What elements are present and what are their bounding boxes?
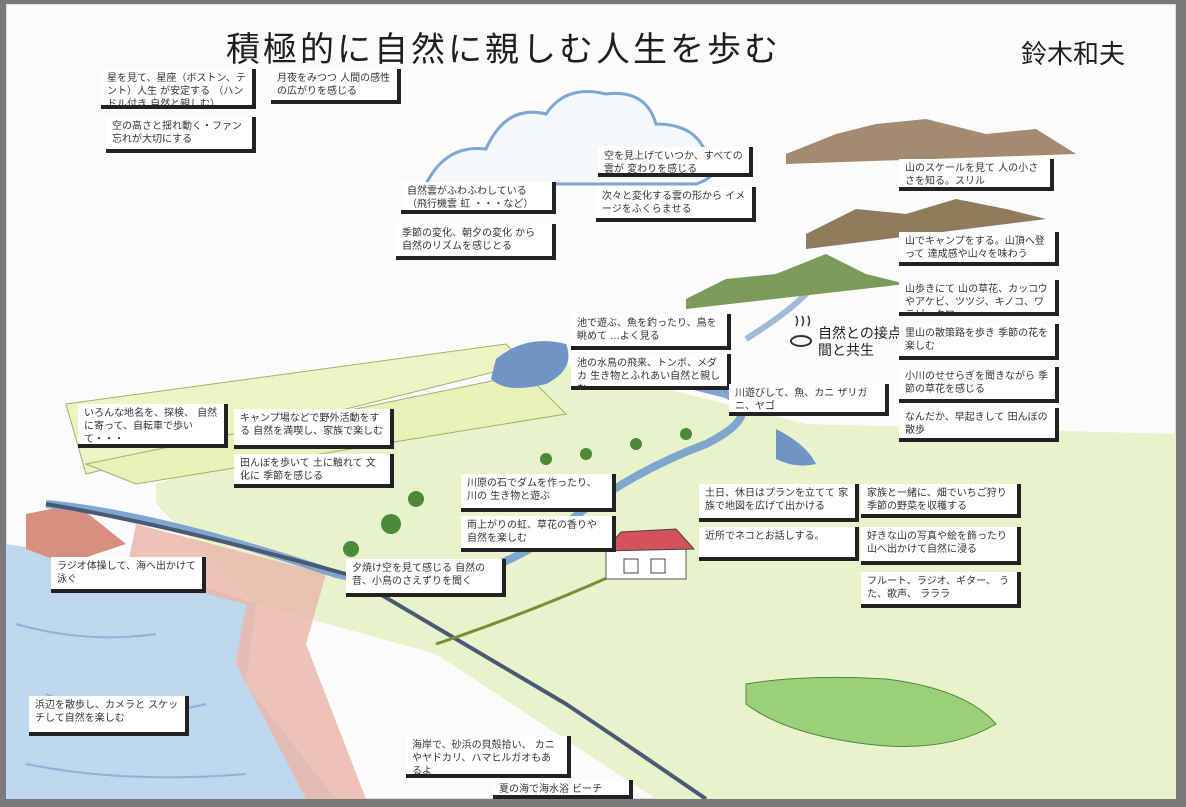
note-rainbow: 雨上がりの虹、草花の香りや 自然を楽しむ xyxy=(461,516,616,552)
poster-canvas: 積極的に自然に親しむ人生を歩む 鈴木和夫 自然との接点 人間と共生 星を見て、星… xyxy=(6,4,1176,799)
note-shell-picking: 海岸で、砂浜の貝殻拾い、 カニやヤドカリ、ハマヒルガオもあるよ xyxy=(406,736,571,778)
note-camp-site: キャンプ場などで野外活動をする 自然を満喫し、家族で楽しむ xyxy=(234,409,394,449)
note-stars: 星を見て、星座（ボストン、テント）人生 が安定する （ハンドル付き 自然と親しむ… xyxy=(101,69,256,109)
note-mountain-walk: 山歩きにて 山の草花、カッコウやアケビ、ツツジ、キノコ、ワラビ、クワ xyxy=(899,280,1059,316)
note-cloud-image: 次々と変化する雲の形から イメージをふくらませる xyxy=(596,187,756,222)
road xyxy=(45,502,708,799)
note-cat: 近所でネコとお話しする。 xyxy=(699,527,859,561)
hot-spring-icon xyxy=(790,315,812,347)
note-brook: 小川のせせらぎを聞きながら 季節の草花を感じる xyxy=(899,367,1059,403)
note-swim: ラジオ体操して、海へ出かけて 泳ぐ xyxy=(51,557,206,593)
center-label: 自然との接点 人間と共生 xyxy=(818,326,921,359)
mountains-back xyxy=(786,119,1076,164)
note-holiday-plan: 土日、休日はプランを立てて 家族で地図を広げて出かける xyxy=(699,484,859,522)
note-rice-field: 田んぼを歩いて 土に触れて 文化に 季節を感じる xyxy=(234,454,394,488)
note-pond-play: 池で遊ぶ、魚を釣ったり、鳥を眺めて ...よく見る xyxy=(571,314,731,350)
note-morning: なんだか、早起きして 田んぼの散歩 xyxy=(899,408,1059,442)
note-beach-swim: 夏の海で海水浴 ビーチ xyxy=(493,780,633,799)
note-strawberry: 家族と一緒に、畑でいちご狩り 季節の野菜を収穫する xyxy=(861,484,1021,518)
note-exploring: いろんな地名を、探検、 自然に寄って、自転車で歩いて・・・ xyxy=(78,404,228,448)
pond xyxy=(491,341,569,388)
note-sunset: 夕焼け空を見て感じる 自然の音、小鳥のさえずりを聞く xyxy=(346,559,506,597)
cliff xyxy=(26,504,126,564)
note-riverbed-stones: 川原の石でダムを作ったり、川の 生き物と遊ぶ xyxy=(461,474,616,512)
trees xyxy=(343,428,692,557)
mountains-mid xyxy=(806,199,1046,249)
note-seasons: 季節の変化、朝夕の変化 から 自然のリズムを感じとる xyxy=(396,224,556,260)
mountains-front xyxy=(686,254,906,309)
note-moon: 月夜をみつつ 人間の感性 の広がりを感じる xyxy=(271,69,401,104)
note-satoyama: 里山の散策路を歩き 季節の花を楽しむ xyxy=(899,324,1059,360)
note-river-play: 川遊びして、魚、カニ ザリガニ、ヤゴ xyxy=(729,384,889,416)
note-beach-walk: 浜辺を散歩し、カメラと スケッチして自然を楽しむ xyxy=(29,696,189,736)
island xyxy=(745,676,997,747)
author-name: 鈴木和夫 xyxy=(1021,40,1126,70)
note-clouds-change: 空を見上げていつか、すべての雲が 変わりを感じる xyxy=(598,147,753,177)
note-sky: 空の高さと揺れ動く・ファン 忘れが大切にする xyxy=(106,117,256,153)
note-cloud-shapes: 自然雲がふわふわしている （飛行機雲 虹 ・・・など） xyxy=(401,182,556,214)
note-waterbirds: 池の水鳥の飛来、トンボ、メダカ 生き物とふれあい自然と親しむ xyxy=(571,354,731,390)
lake xyxy=(776,429,816,466)
poster-title: 積極的に自然に親しむ人生を歩む xyxy=(226,30,781,70)
house xyxy=(602,528,696,580)
note-camping: 山でキャンプをする。山頂へ登って 達成感や山々を味わう xyxy=(899,232,1059,266)
note-music: フルート、ラジオ、ギター、 うた、歌声、 ラララ xyxy=(861,572,1021,608)
note-mountain-photos: 好きな山の写真や絵を飾ったり 山へ出かけて自然に浸る xyxy=(861,527,1021,565)
path-to-house xyxy=(435,572,617,646)
beach xyxy=(126,524,366,799)
landscape-illustration xyxy=(6,90,1176,799)
note-mountain-scale: 山のスケールを見て 人の小ささを知る。スリル xyxy=(899,159,1054,191)
